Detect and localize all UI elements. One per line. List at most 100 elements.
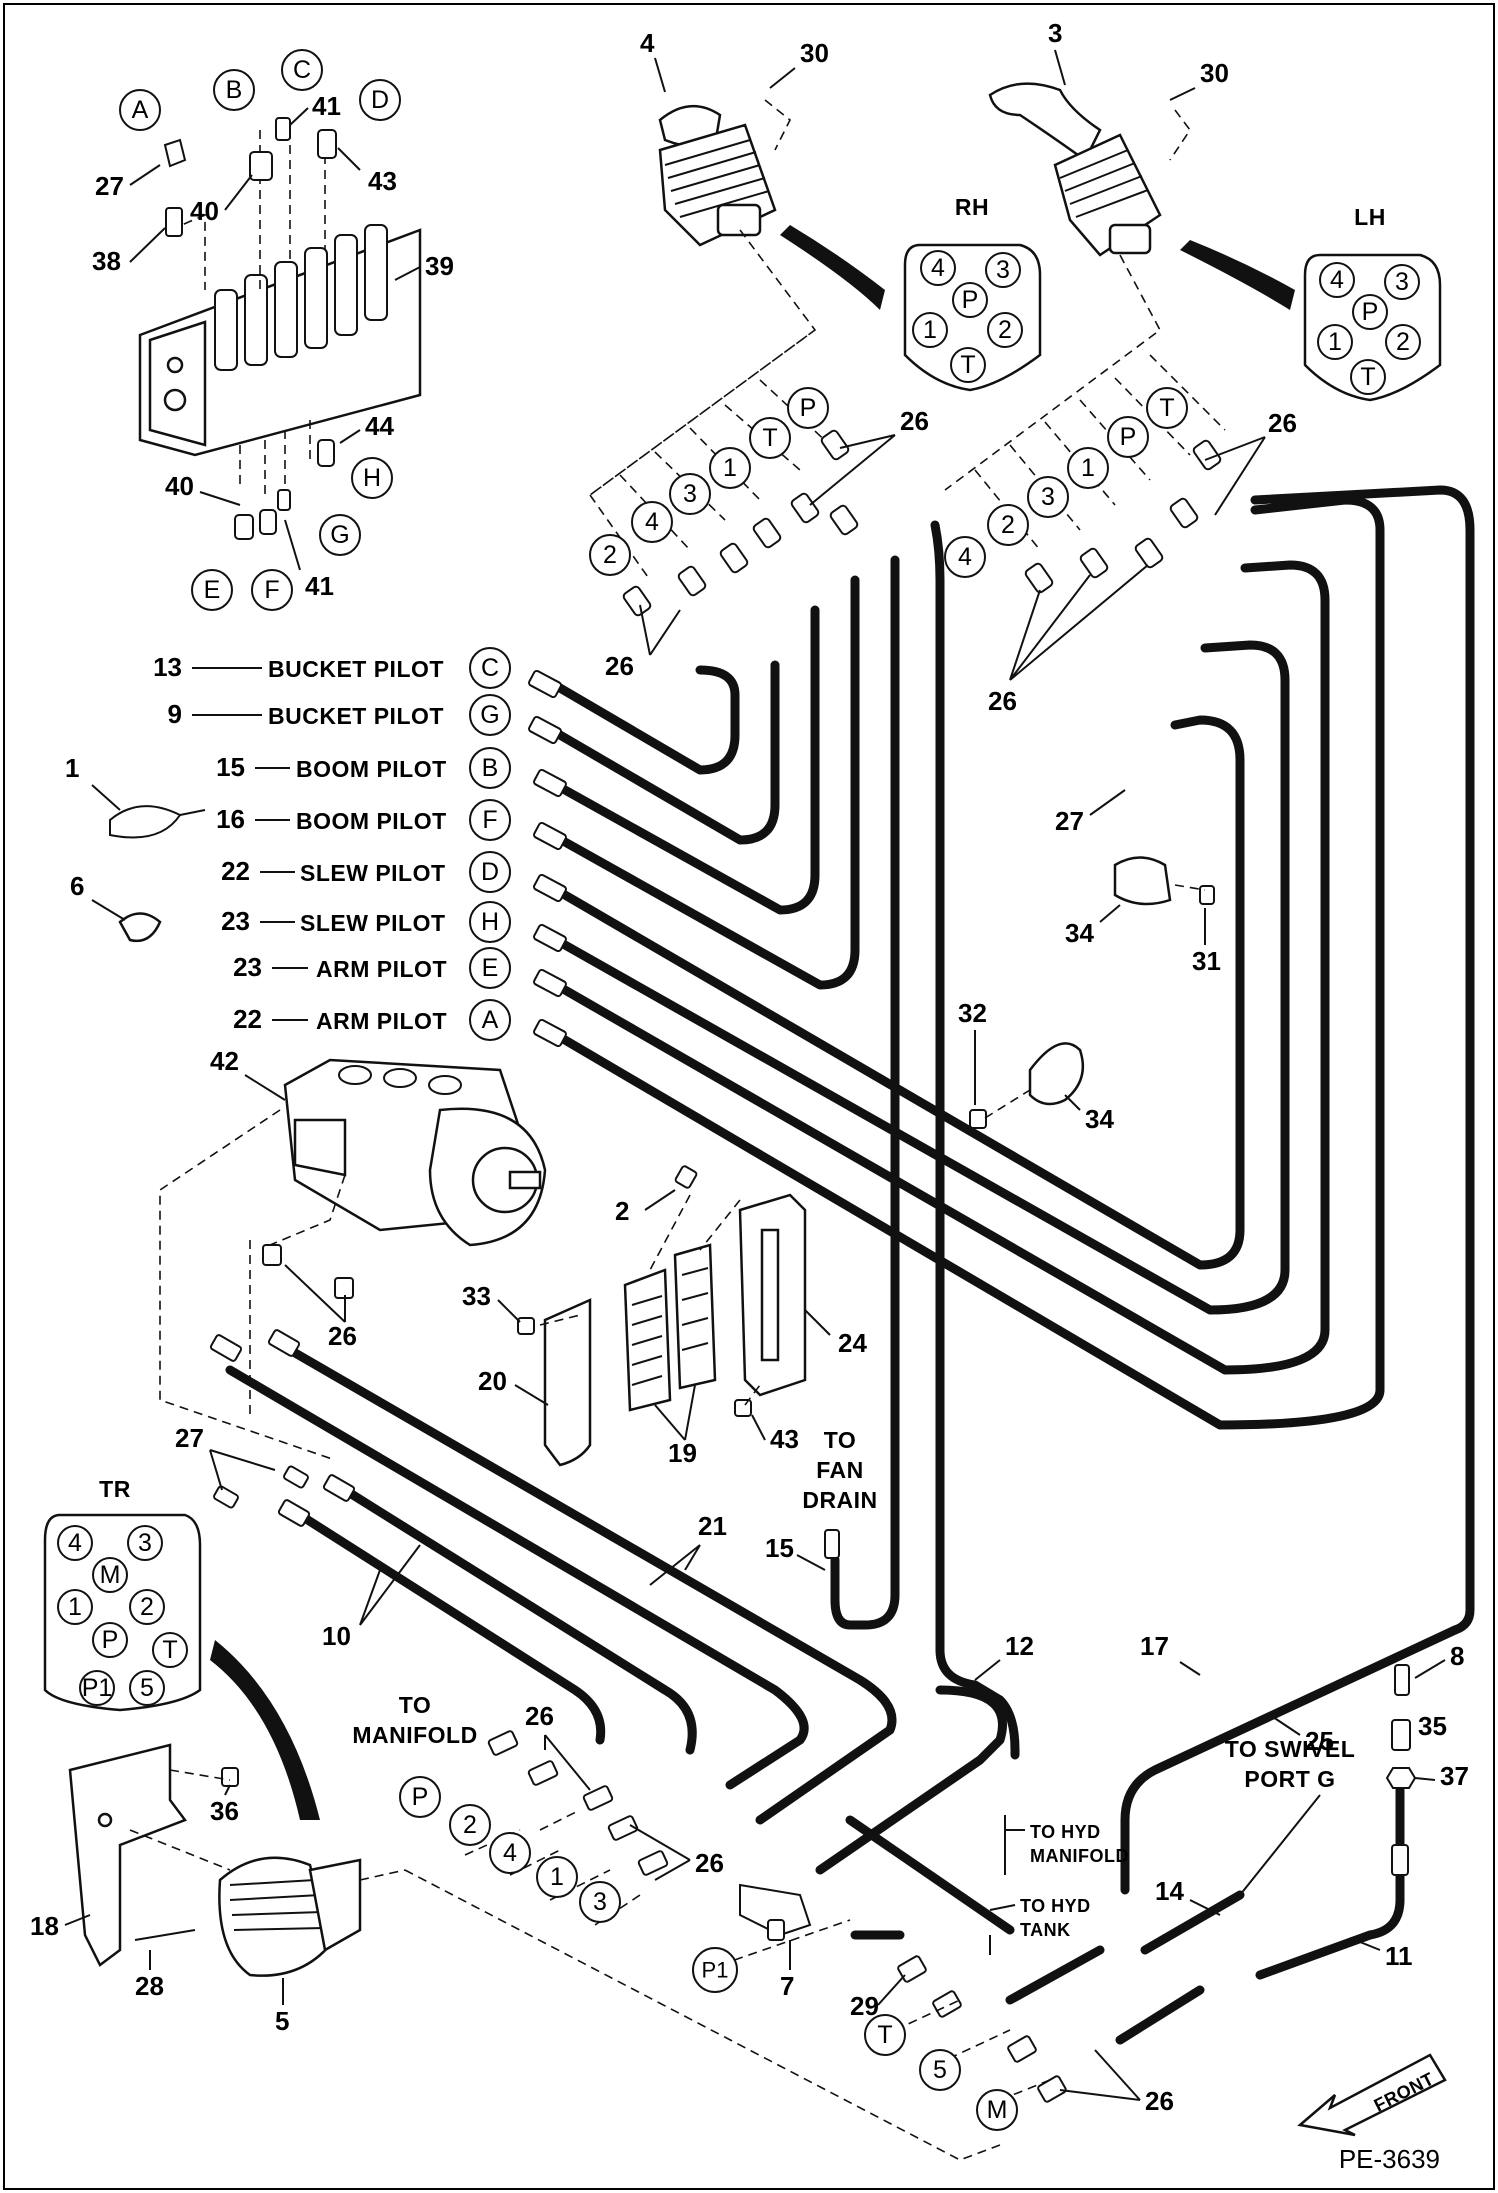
- svg-text:15: 15: [765, 1533, 794, 1563]
- tr-hose-tags: P 2 4 1 3 P1 T 5 M: [399, 1776, 1051, 2161]
- svg-text:B: B: [482, 754, 499, 782]
- svg-text:MANIFOLD: MANIFOLD: [352, 1722, 477, 1748]
- lower-hoses: [225, 1345, 1460, 2045]
- svg-text:34: 34: [1085, 1104, 1114, 1134]
- svg-text:4: 4: [931, 254, 945, 282]
- svg-text:27: 27: [95, 171, 124, 201]
- svg-text:22: 22: [233, 1004, 262, 1034]
- svg-text:26: 26: [900, 406, 929, 436]
- svg-text:T: T: [960, 351, 975, 379]
- svg-text:T: T: [1360, 363, 1375, 391]
- svg-text:T: T: [1159, 394, 1174, 422]
- svg-text:P1: P1: [82, 1674, 113, 1702]
- svg-text:BUCKET PILOT: BUCKET PILOT: [268, 656, 444, 682]
- svg-text:SLEW PILOT: SLEW PILOT: [300, 860, 446, 886]
- svg-text:27: 27: [1055, 806, 1084, 836]
- bracket-assembly: [517, 1165, 807, 1467]
- port-e-bottom: E: [204, 576, 221, 604]
- port-b-top: B: [226, 76, 243, 104]
- svg-text:TO: TO: [824, 1427, 857, 1453]
- svg-text:26: 26: [605, 651, 634, 681]
- svg-text:41: 41: [305, 571, 334, 601]
- svg-text:FAN: FAN: [816, 1457, 864, 1483]
- svg-text:E: E: [482, 954, 499, 982]
- svg-text:28: 28: [135, 1971, 164, 2001]
- svg-text:20: 20: [478, 1366, 507, 1396]
- front-direction-arrow: FRONT: [1297, 2053, 1447, 2137]
- lh-port-layout: LH 4 3 P 1 2 T: [1303, 204, 1442, 402]
- svg-text:4: 4: [503, 1839, 517, 1867]
- control-valve-block: [138, 130, 422, 500]
- svg-text:H: H: [481, 908, 499, 936]
- port-g-bottom: G: [330, 521, 349, 549]
- svg-text:TR: TR: [99, 1476, 131, 1502]
- lh-joystick: [988, 82, 1295, 310]
- svg-text:2: 2: [998, 316, 1012, 344]
- valve-port-circles: A B C D H G E F: [119, 49, 401, 611]
- rh-port-layout: RH 4 3 P 1 2 T: [903, 194, 1042, 392]
- pilot-row-d: 22 SLEW PILOT D: [221, 851, 511, 893]
- pilot-line-labels: 13 BUCKET PILOT C 9 BUCKET PILOT G 15 BO…: [153, 647, 511, 1041]
- svg-text:8: 8: [1450, 1641, 1464, 1671]
- cable-tie-and-plug: [109, 805, 206, 943]
- hydraulic-pump: [283, 1058, 547, 1247]
- svg-text:3: 3: [1395, 268, 1409, 296]
- svg-text:3: 3: [1041, 483, 1055, 511]
- svg-text:4: 4: [640, 28, 655, 58]
- tr-port-layout: TR 4 3 M 1 2 P T P1 5: [43, 1476, 202, 1712]
- svg-text:2: 2: [615, 1196, 629, 1226]
- svg-text:TO SWIVEL: TO SWIVEL: [1225, 1736, 1356, 1762]
- svg-text:31: 31: [1192, 946, 1221, 976]
- svg-text:4: 4: [958, 543, 972, 571]
- svg-text:27: 27: [175, 1423, 204, 1453]
- svg-text:P: P: [800, 394, 817, 422]
- svg-text:4: 4: [645, 508, 659, 536]
- svg-text:T: T: [162, 1636, 177, 1664]
- svg-text:14: 14: [1155, 1876, 1184, 1906]
- svg-text:BOOM PILOT: BOOM PILOT: [296, 808, 447, 834]
- svg-text:P: P: [412, 1783, 429, 1811]
- travel-pedal: [68, 1640, 406, 1977]
- svg-text:10: 10: [322, 1621, 351, 1651]
- svg-text:43: 43: [368, 166, 397, 196]
- svg-text:1: 1: [723, 454, 737, 482]
- svg-text:43: 43: [770, 1424, 799, 1454]
- svg-text:30: 30: [800, 38, 829, 68]
- pilot-row-b: 15 BOOM PILOT B: [216, 747, 511, 789]
- svg-text:23: 23: [221, 906, 250, 936]
- svg-text:3: 3: [593, 1888, 607, 1916]
- svg-text:35: 35: [1418, 1711, 1447, 1741]
- svg-text:6: 6: [70, 871, 84, 901]
- svg-text:P: P: [102, 1626, 119, 1654]
- svg-text:T: T: [877, 2021, 892, 2049]
- svg-text:1: 1: [65, 753, 79, 783]
- svg-text:1: 1: [1328, 328, 1342, 356]
- svg-text:15: 15: [216, 752, 245, 782]
- svg-text:T: T: [762, 424, 777, 452]
- svg-text:1: 1: [1081, 454, 1095, 482]
- svg-text:1: 1: [923, 316, 937, 344]
- svg-text:21: 21: [698, 1511, 727, 1541]
- svg-text:1: 1: [68, 1593, 82, 1621]
- svg-text:38: 38: [92, 246, 121, 276]
- pump-leaders: [159, 1109, 346, 1461]
- svg-text:5: 5: [933, 2056, 947, 2084]
- svg-text:17: 17: [1140, 1631, 1169, 1661]
- pilot-row-f: 16 BOOM PILOT F: [216, 799, 511, 841]
- svg-text:33: 33: [462, 1281, 491, 1311]
- svg-text:12: 12: [1005, 1631, 1034, 1661]
- rh-hose-tags: 2 4 3 1 T P: [589, 387, 829, 576]
- svg-text:26: 26: [1145, 2086, 1174, 2116]
- svg-text:2: 2: [1001, 511, 1015, 539]
- svg-text:2: 2: [603, 541, 617, 569]
- svg-text:A: A: [482, 1006, 499, 1034]
- svg-text:7: 7: [780, 1971, 794, 2001]
- svg-text:F: F: [482, 806, 497, 834]
- svg-text:2: 2: [140, 1593, 154, 1621]
- svg-text:29: 29: [850, 1991, 879, 2021]
- svg-text:3: 3: [138, 1529, 152, 1557]
- svg-text:TO HYD: TO HYD: [1020, 1896, 1091, 1916]
- svg-text:9: 9: [168, 699, 182, 729]
- svg-text:26: 26: [525, 1701, 554, 1731]
